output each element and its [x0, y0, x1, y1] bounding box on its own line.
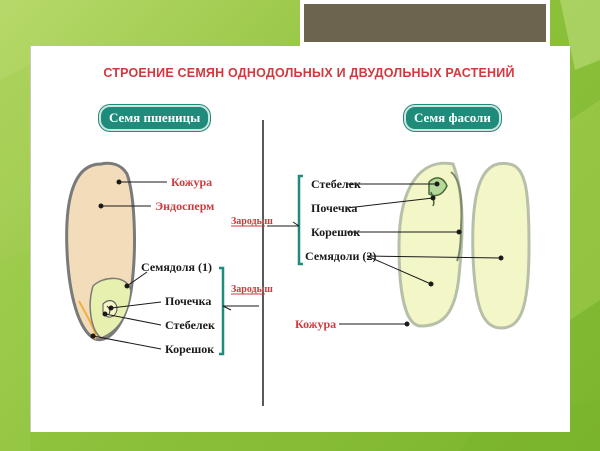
title-placeholder[interactable] [300, 0, 550, 46]
wheat-label-endosperm: Эндосперм [155, 199, 214, 213]
wheat-label-pochechka: Почечка [165, 294, 211, 308]
bean-label-kozhura: Кожура [295, 317, 336, 331]
wheat-seed-illustration [65, 161, 136, 342]
seed-diagram: Кожура Эндосперм Семядоля (1) Почечка Ст… [65, 120, 531, 406]
bean-zarodysh-bracket [297, 174, 303, 266]
bean-seed-illustration [397, 161, 531, 330]
title-placeholder-fill [304, 4, 546, 42]
bean-seed-pill: Семя фасоли [404, 105, 501, 131]
wheat-zarodysh-bracket [219, 266, 225, 356]
bean-label-pochechka: Почечка [311, 201, 357, 215]
bean-leaders [339, 181, 504, 327]
wheat-seed-pill: Семя пшеницы [99, 105, 211, 131]
wheat-label-zarodysh: Зародыш [231, 284, 273, 295]
bean-label-semyadoli: Семядоли (2) [305, 249, 376, 263]
diagram-heading: СТРОЕНИЕ СЕМЯН ОДНОДОЛЬНЫХ И ДВУДОЛЬНЫХ … [103, 66, 515, 80]
wheat-leaders [90, 179, 167, 350]
bean-label-koreshok: Корешок [311, 225, 360, 239]
wheat-label-kozhura: Кожура [171, 175, 212, 189]
wheat-label-semyadolya: Семядоля (1) [141, 260, 212, 274]
diagram-panel: СТРОЕНИЕ СЕМЯН ОДНОДОЛЬНЫХ И ДВУДОЛЬНЫХ … [30, 46, 570, 432]
bean-label-zarodysh: Зародыш [231, 216, 273, 227]
wheat-label-stebelek: Стебелек [165, 318, 215, 332]
wheat-label-koreshok: Корешок [165, 342, 214, 356]
bean-label-stebelek: Стебелек [311, 177, 361, 191]
